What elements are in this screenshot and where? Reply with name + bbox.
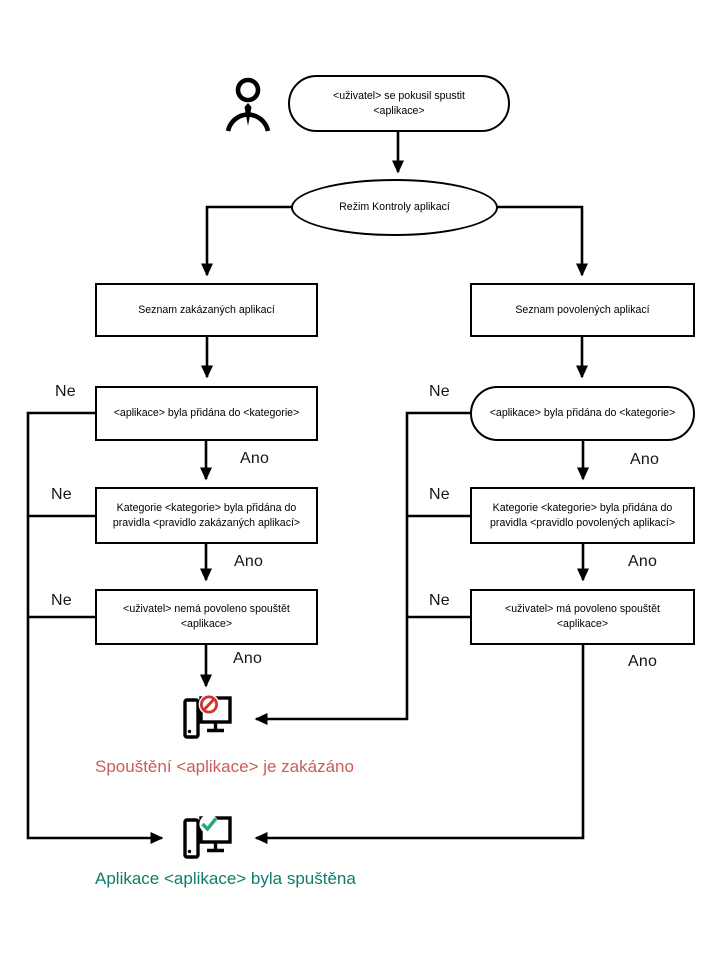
node-deny-permission-check: <uživatel> nemá povoleno spouštět <aplik… (95, 589, 318, 645)
computer-launch-blocked-icon (183, 694, 232, 739)
computer-launch-allowed-icon (183, 814, 232, 859)
node-application-control-mode: Režim Kontroly aplikací (291, 179, 498, 236)
node-allow-rule-line2: pravidla <pravidlo povolených aplikací> (490, 516, 675, 529)
edge-label-yes-deny-rule: Ano (234, 553, 264, 570)
node-deny-rule-line2: pravidla <pravidlo zakázaných aplikací> (112, 516, 301, 529)
node-start-line1: <uživatel> se pokusil spustit (333, 89, 465, 102)
edge-label-no-deny-rule: Ne (51, 486, 72, 503)
node-deny-permission-line2: <aplikace> (180, 618, 233, 630)
edge-label-yes-deny-category: Ano (240, 450, 270, 467)
edge-label-no-allow-rule: Ne (429, 486, 450, 503)
edge-label-yes-allow-perm: Ano (628, 653, 658, 670)
edge-label-no-allow-category: Ne (429, 383, 450, 400)
node-deny-rule-check: Kategorie <kategorie> byla přidána do pr… (95, 487, 318, 544)
node-allow-category-label: <aplikace> byla přidána do <kategorie> (489, 407, 676, 420)
node-start-line2: <aplikace> (373, 104, 425, 117)
node-allow-category-check: <aplikace> byla přidána do <kategorie> (470, 386, 695, 441)
node-allow-rule-line1: Kategorie <kategorie> byla přidána do (492, 501, 673, 514)
node-allowlist-label: Seznam povolených aplikací (515, 303, 650, 316)
node-allow-permission-line2: <aplikace> (556, 618, 609, 630)
node-allowlist: Seznam povolených aplikací (470, 283, 695, 337)
connector-mode-to-denylist (201, 205, 292, 277)
outcome-launched-caption: Aplikace <aplikace> byla spuštěna (95, 869, 356, 888)
node-deny-category-label: <aplikace> byla přidána do <kategorie> (113, 407, 300, 420)
node-allow-rule-check: Kategorie <kategorie> byla přidána do pr… (470, 487, 695, 544)
outcome-blocked-caption: Spouštění <aplikace> je zakázáno (95, 757, 354, 776)
node-allow-permission-line1: <uživatel> má povoleno spouštět (505, 603, 660, 616)
connector-mode-to-allowlist (497, 205, 588, 277)
edge-label-no-allow-perm: Ne (429, 592, 450, 609)
node-denylist-label: Seznam zakázaných aplikací (138, 303, 275, 316)
node-deny-category-check: <aplikace> byla přidána do <kategorie> (95, 386, 318, 441)
connector-allowperm-yes-to-launched (254, 645, 585, 844)
connector-right-no-trunk-to-blocked (254, 411, 477, 725)
edge-label-yes-allow-rule: Ano (628, 553, 658, 570)
edge-label-no-deny-category: Ne (55, 383, 76, 400)
node-deny-rule-line1: Kategorie <kategorie> byla přidána do (116, 501, 297, 514)
user-person-icon (225, 77, 271, 132)
node-mode-label: Režim Kontroly aplikací (339, 201, 450, 214)
node-deny-permission-line1: <uživatel> nemá povoleno spouštět (123, 603, 290, 616)
edge-label-yes-allow-category: Ano (630, 451, 660, 468)
node-allow-permission-check: <uživatel> má povoleno spouštět <aplikac… (470, 589, 695, 645)
connector-left-no-trunk-to-launched (26, 411, 164, 844)
edge-label-yes-deny-perm: Ano (233, 650, 263, 667)
node-start: <uživatel> se pokusil spustit <aplikace> (288, 75, 510, 132)
edge-label-no-deny-perm: Ne (51, 592, 72, 609)
node-denylist: Seznam zakázaných aplikací (95, 283, 318, 337)
